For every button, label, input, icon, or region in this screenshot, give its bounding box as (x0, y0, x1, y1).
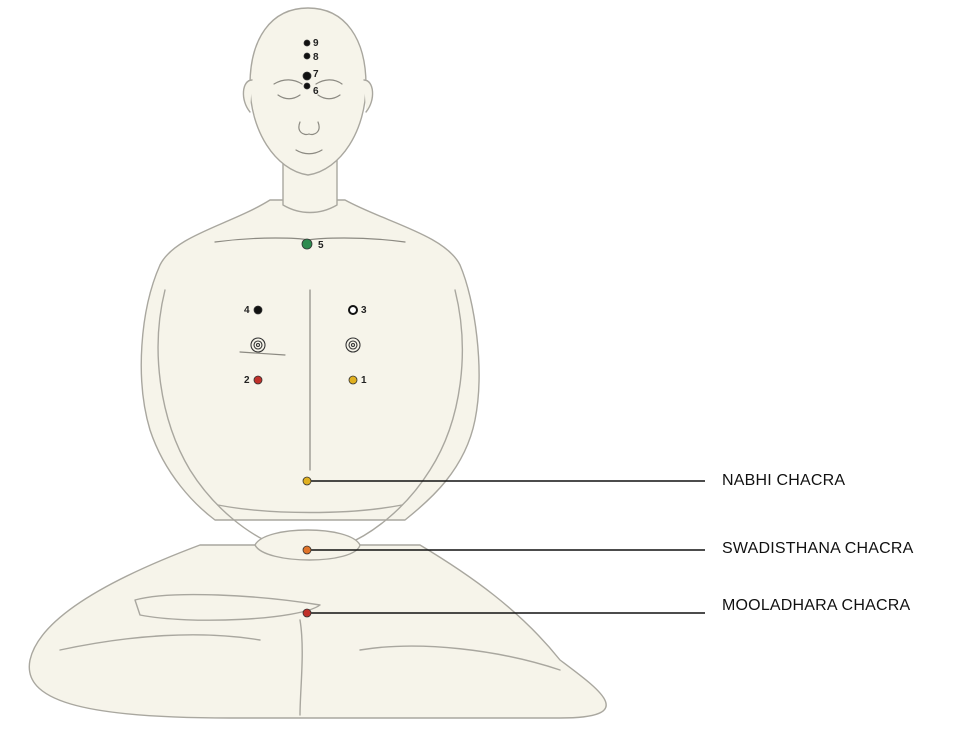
point-7-dot (303, 72, 311, 80)
ear-left-sketch (243, 80, 252, 112)
point-7-label: 7 (313, 69, 319, 80)
figure-sketch (29, 8, 606, 718)
point-6-dot (304, 83, 310, 89)
point-2-dot (254, 376, 262, 384)
point-9-dot (304, 40, 310, 46)
point-6-label: 6 (313, 86, 319, 97)
chakra-dot-2 (303, 609, 311, 617)
chakra-label-swadisthana: SWADISTHANA CHACRA (722, 540, 913, 558)
point-5-dot (302, 239, 312, 249)
ear-right-sketch (364, 80, 373, 112)
point-5-label: 5 (318, 240, 324, 251)
point-3-dot (349, 306, 357, 314)
chakra-dot-0 (303, 477, 311, 485)
point-3-label: 3 (361, 305, 367, 316)
chakra-dot-1 (303, 546, 311, 554)
point-1-dot (349, 376, 357, 384)
chakra-label-nabhi: NABHI CHACRA (722, 472, 845, 490)
chakra-label-mooladhara: MOOLADHARA CHACRA (722, 597, 910, 615)
hands-sketch (255, 530, 360, 560)
point-4-dot (254, 306, 262, 314)
point-8-dot (304, 53, 310, 59)
point-2-label: 2 (244, 375, 250, 386)
legs-sketch (29, 545, 606, 718)
head-sketch (250, 8, 366, 175)
point-1-label: 1 (361, 375, 367, 386)
point-8-label: 8 (313, 52, 319, 63)
point-9-label: 9 (313, 38, 319, 49)
point-4-label: 4 (244, 305, 250, 316)
